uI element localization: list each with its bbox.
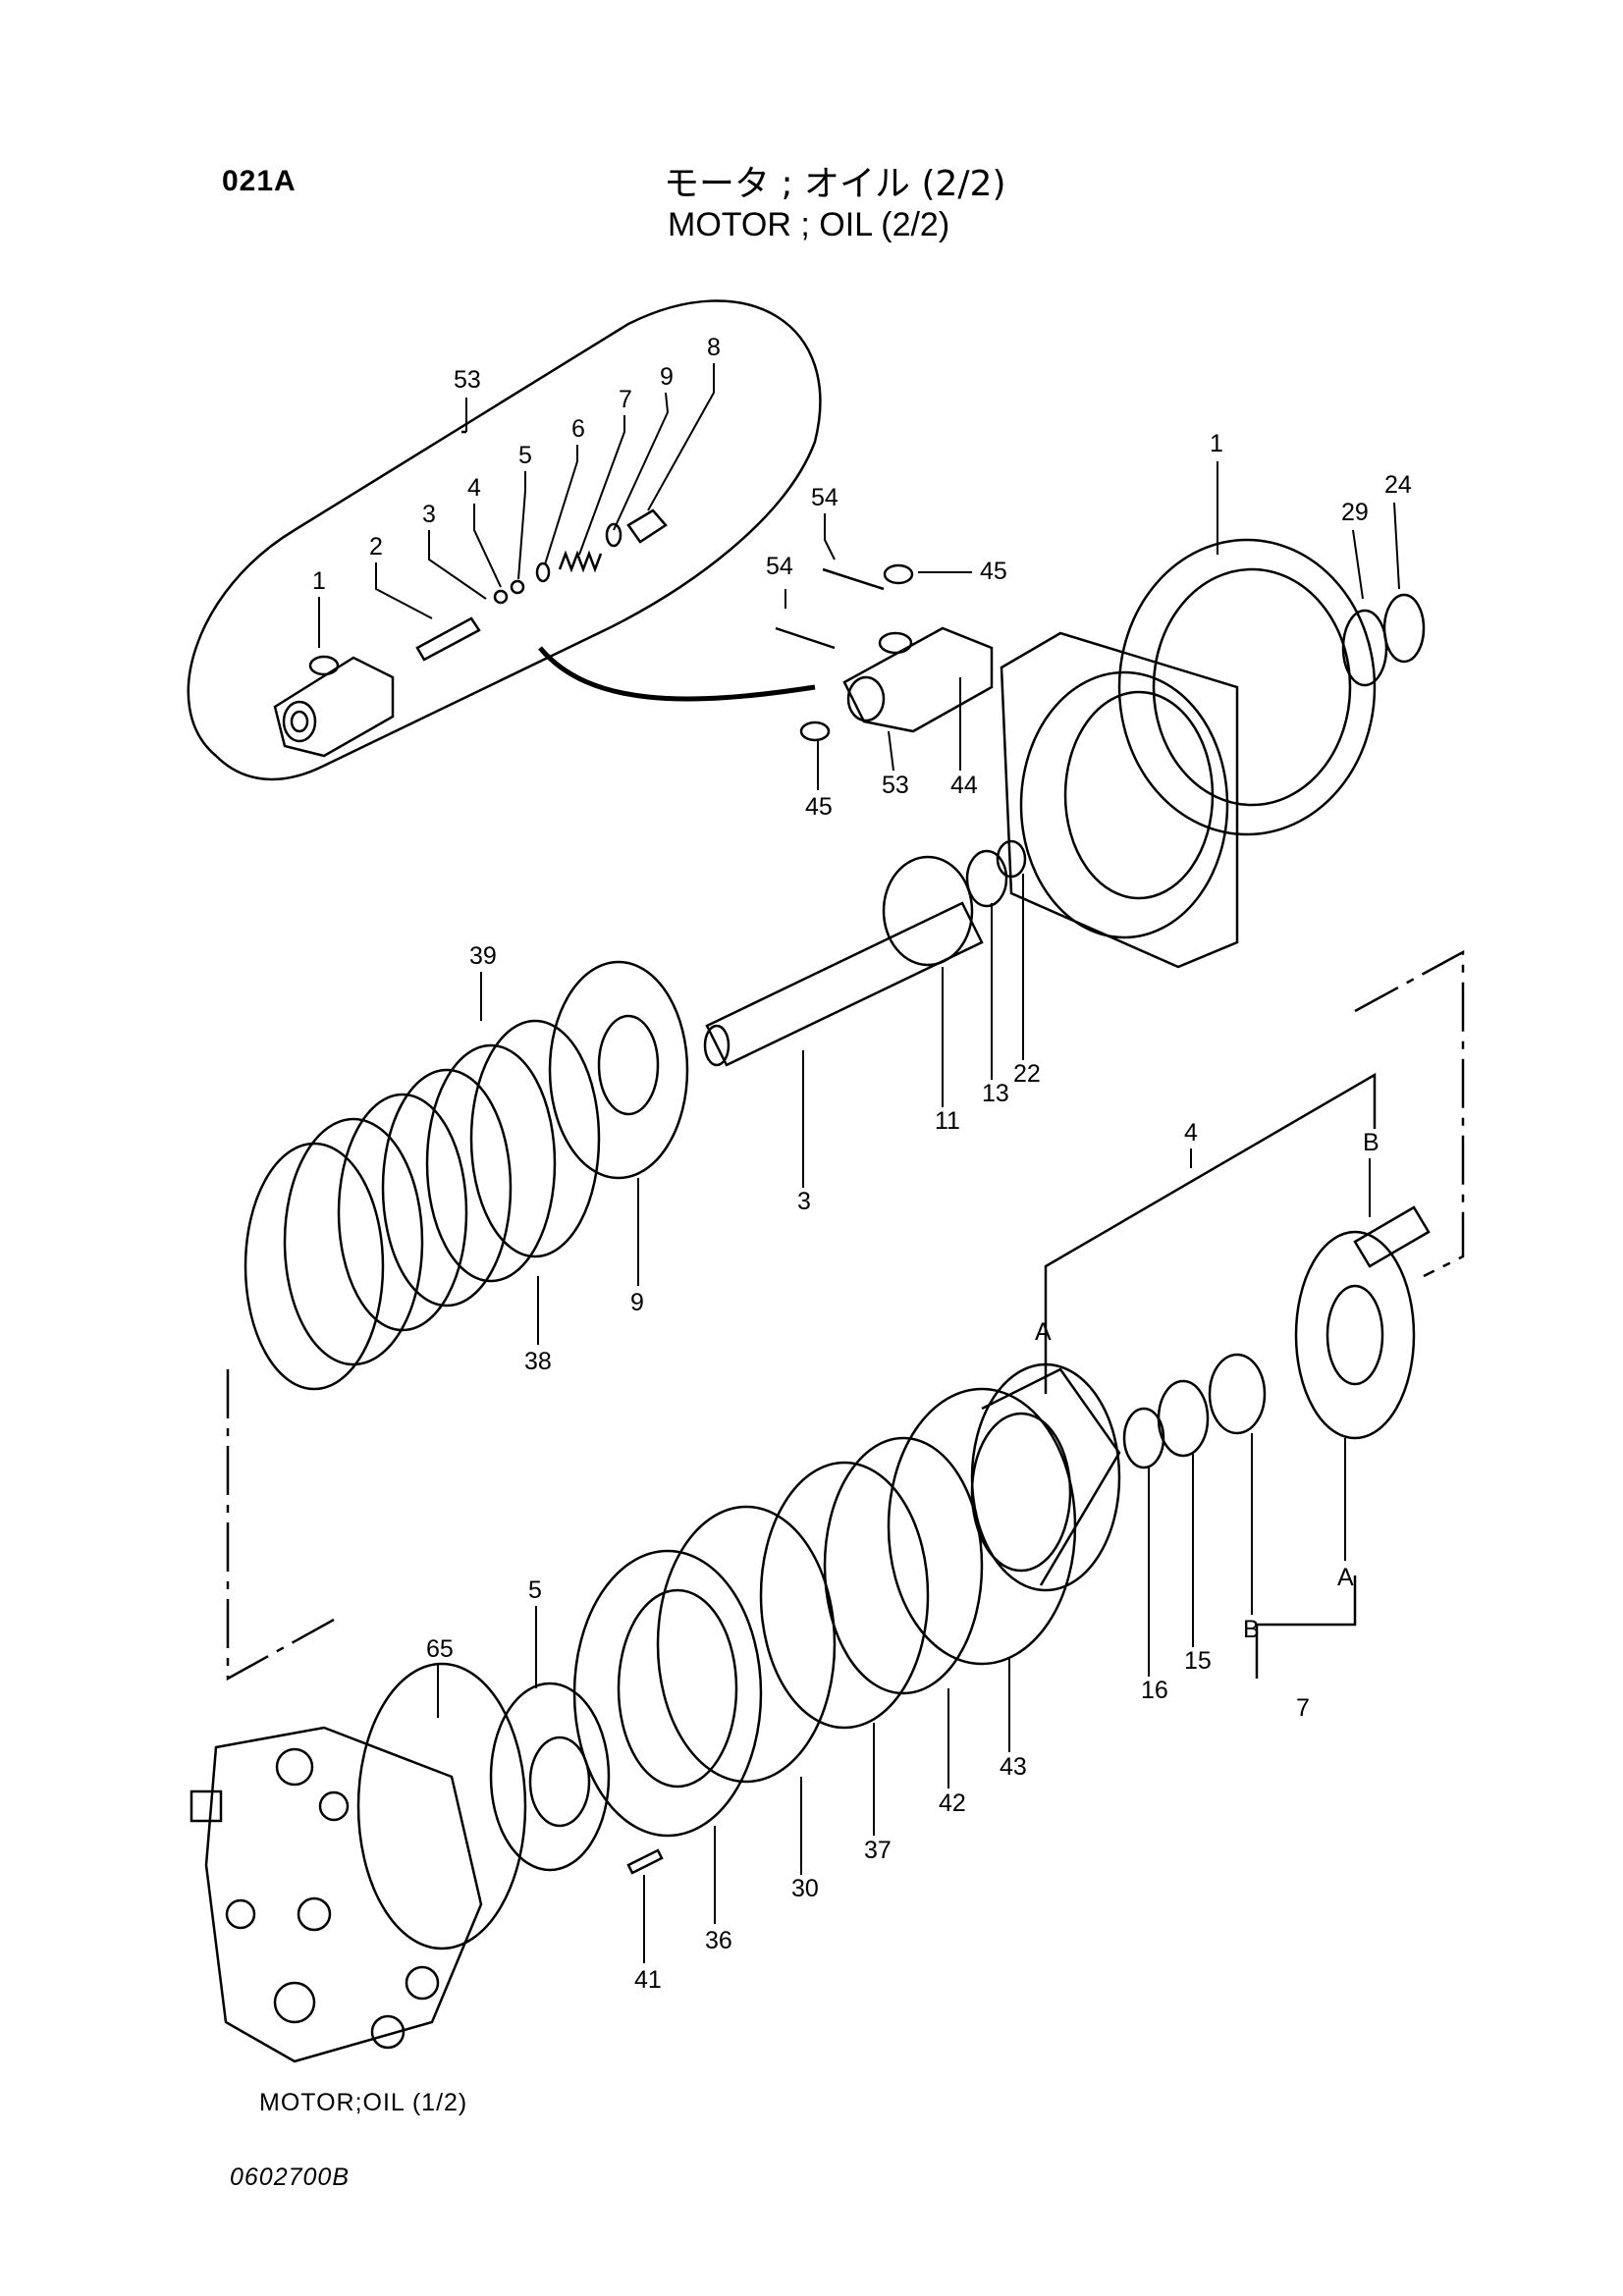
bolt-54b bbox=[775, 626, 836, 650]
label-65: 65 bbox=[426, 1635, 454, 1663]
piston-36 bbox=[572, 1549, 763, 1838]
label-13: 13 bbox=[982, 1080, 1009, 1107]
label-38: 38 bbox=[524, 1348, 552, 1375]
oring-43 bbox=[887, 1387, 1077, 1666]
shaft bbox=[703, 901, 984, 1067]
label-54a: 54 bbox=[811, 484, 839, 511]
label-39: 39 bbox=[469, 942, 497, 970]
label-37: 37 bbox=[864, 1837, 892, 1864]
label-16: 16 bbox=[1141, 1677, 1168, 1704]
inset-outline bbox=[187, 299, 822, 781]
label-2: 2 bbox=[369, 533, 383, 561]
drawing-number: 0602700B bbox=[230, 2163, 351, 2191]
label-A-top: A bbox=[1035, 1318, 1052, 1346]
label-9: 9 bbox=[630, 1289, 644, 1316]
oring-65 bbox=[356, 1662, 527, 1950]
inset-spring bbox=[558, 550, 603, 573]
washer-45a bbox=[883, 563, 914, 585]
inset-seat bbox=[510, 579, 525, 595]
label-B-bottom: B bbox=[1243, 1616, 1260, 1643]
drawing-code: 021A bbox=[222, 165, 297, 197]
valve-plate-5 bbox=[489, 1682, 611, 1872]
label-53-inset: 53 bbox=[454, 366, 481, 394]
label-15: 15 bbox=[1184, 1647, 1212, 1675]
label-8: 8 bbox=[707, 334, 721, 361]
snap-ring-24 bbox=[1382, 593, 1426, 664]
dash-line-right bbox=[1354, 949, 1465, 1278]
title-english: MOTOR ; OIL (2/2) bbox=[668, 206, 950, 243]
pin-B bbox=[1353, 1205, 1431, 1268]
label-22: 22 bbox=[1013, 1060, 1041, 1088]
bearing-11 bbox=[882, 855, 974, 967]
label-4: 4 bbox=[1184, 1119, 1198, 1147]
label-53: 53 bbox=[882, 772, 909, 799]
dash-line-left bbox=[226, 1369, 335, 1682]
label-4-inset: 4 bbox=[467, 474, 481, 502]
label-7: 7 bbox=[1296, 1694, 1310, 1722]
label-5: 5 bbox=[528, 1576, 542, 1604]
label-11: 11 bbox=[935, 1107, 960, 1135]
inset-oring bbox=[605, 522, 622, 548]
label-6: 6 bbox=[571, 415, 585, 443]
label-30: 30 bbox=[791, 1875, 819, 1902]
label-54b: 54 bbox=[766, 553, 793, 580]
label-1: 1 bbox=[1210, 430, 1223, 457]
motor-cover bbox=[189, 1726, 483, 2063]
inset-ring bbox=[535, 561, 551, 583]
oring-30 bbox=[656, 1505, 837, 1784]
collar-13 bbox=[965, 849, 1008, 908]
title-japanese: モータ ; オイル (2/2) bbox=[664, 164, 1006, 204]
ring-22 bbox=[996, 839, 1027, 879]
label-45a: 45 bbox=[980, 558, 1007, 585]
reference-label: MOTOR;OIL (1/2) bbox=[259, 2089, 468, 2116]
inset-ball bbox=[493, 589, 509, 605]
plate-39 bbox=[469, 1019, 601, 1258]
ring-42 bbox=[823, 1436, 984, 1695]
label-3: 3 bbox=[797, 1188, 811, 1215]
label-43: 43 bbox=[1000, 1753, 1027, 1781]
label-9-inset: 9 bbox=[660, 363, 674, 391]
label-41: 41 bbox=[634, 1966, 662, 1994]
retainer-B bbox=[1208, 1353, 1267, 1435]
inset-valve-body bbox=[273, 655, 395, 758]
seal-29 bbox=[1341, 609, 1388, 687]
label-24: 24 bbox=[1384, 471, 1412, 499]
bracket-4 bbox=[1044, 1072, 1377, 1394]
label-36: 36 bbox=[705, 1927, 732, 1954]
label-44: 44 bbox=[950, 772, 978, 799]
label-3-inset: 3 bbox=[422, 501, 436, 528]
label-5-inset: 5 bbox=[518, 442, 532, 469]
label-42: 42 bbox=[939, 1789, 966, 1817]
motor-housing bbox=[1000, 538, 1377, 969]
bolt-54a bbox=[822, 567, 885, 591]
ring-37 bbox=[759, 1461, 930, 1730]
label-7-inset: 7 bbox=[619, 386, 632, 413]
plate-9 bbox=[548, 960, 689, 1180]
label-1-inset: 1 bbox=[312, 567, 326, 595]
label-B-top: B bbox=[1363, 1129, 1380, 1156]
inset-spool bbox=[415, 616, 481, 662]
label-45b: 45 bbox=[805, 793, 833, 821]
inset-leader bbox=[538, 646, 816, 702]
washer-45b bbox=[799, 721, 831, 742]
label-29: 29 bbox=[1341, 499, 1369, 526]
valve-block bbox=[842, 626, 994, 733]
plate-7 bbox=[1294, 1230, 1416, 1440]
cylinder-block bbox=[970, 1362, 1121, 1592]
inset-plug bbox=[626, 508, 668, 544]
spring-41 bbox=[626, 1848, 664, 1875]
callout-labels: 53 8 9 7 6 5 4 3 2 1 54 54 45 45 53 44 1… bbox=[312, 334, 1412, 1994]
label-A-bottom: A bbox=[1337, 1564, 1354, 1591]
bracket-7 bbox=[1255, 1575, 1357, 1679]
spring-15 bbox=[1157, 1379, 1210, 1458]
